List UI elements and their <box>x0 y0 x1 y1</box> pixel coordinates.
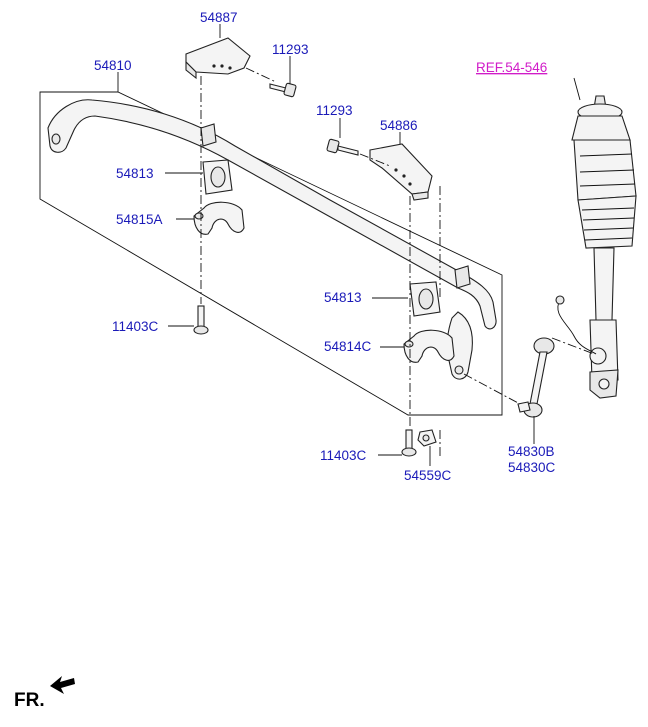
strut-assembly[interactable] <box>555 95 637 399</box>
label-11293-right[interactable]: 11293 <box>316 103 353 118</box>
bracket-54887[interactable] <box>185 37 251 80</box>
label-11403C-left[interactable]: 11403C <box>112 319 159 334</box>
label-54887[interactable]: 54887 <box>200 10 238 25</box>
label-54830B[interactable]: 54830B <box>508 444 555 459</box>
label-54813-right[interactable]: 54813 <box>324 290 362 305</box>
label-54559C[interactable]: 54559C <box>404 468 452 483</box>
bracket-54886[interactable] <box>369 143 433 201</box>
front-direction-indicator: FR. <box>14 676 75 711</box>
clamp-54815A[interactable] <box>193 201 245 235</box>
label-54813-left[interactable]: 54813 <box>116 166 154 181</box>
label-54886[interactable]: 54886 <box>380 118 418 133</box>
front-arrow-icon <box>50 676 75 694</box>
label-ref-54-546[interactable]: REF.54-546 <box>476 60 547 75</box>
bolt-11403C-left[interactable] <box>193 305 209 335</box>
bolt-11403C-right[interactable] <box>401 429 417 457</box>
label-11293-left[interactable]: 11293 <box>272 42 309 57</box>
label-54814C[interactable]: 54814C <box>324 339 372 354</box>
nut-54559C[interactable] <box>417 429 437 447</box>
label-54815A[interactable]: 54815A <box>116 212 163 227</box>
bolt-11293-left[interactable] <box>269 82 297 98</box>
stabilizer-link[interactable] <box>517 337 555 418</box>
label-54810[interactable]: 54810 <box>94 58 132 73</box>
leader-lines <box>117 24 595 466</box>
bolt-11293-right[interactable] <box>326 138 359 156</box>
bushing-54813-right[interactable] <box>409 281 441 317</box>
label-54830C[interactable]: 54830C <box>508 460 556 475</box>
clamp-54814C[interactable] <box>403 329 455 363</box>
label-11403C-right[interactable]: 11403C <box>320 448 367 463</box>
stabilizer-bar[interactable] <box>47 99 497 380</box>
front-label: FR. <box>14 690 45 711</box>
assembly-frame <box>39 91 503 416</box>
bushing-54813-left[interactable] <box>202 159 233 195</box>
